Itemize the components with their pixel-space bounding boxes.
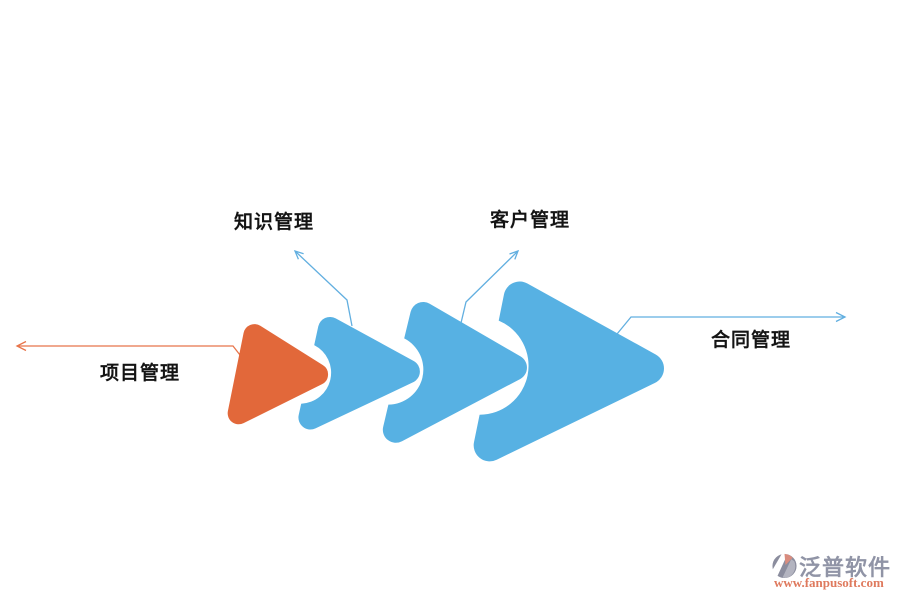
customer-label: 客户管理 <box>490 209 571 231</box>
contract-connector <box>616 311 847 335</box>
project-label: 项目管理 <box>100 362 181 384</box>
contract-connector-line <box>616 316 845 335</box>
knowledge-connector <box>293 249 353 327</box>
project-connector-line <box>17 345 241 356</box>
watermark-url-text: www.fanpusoft.com <box>774 575 884 590</box>
customer-connector-line <box>460 250 519 324</box>
contract-chevron-shape <box>473 281 664 462</box>
knowledge-arrowhead-icon <box>293 249 304 260</box>
project-triangle-shape <box>227 324 329 425</box>
project-arrowhead-icon <box>15 340 27 352</box>
knowledge-label: 知识管理 <box>234 211 315 233</box>
fanpu-logo-icon <box>771 552 797 579</box>
contract-arrowhead-icon <box>835 311 847 323</box>
contract-label: 合同管理 <box>711 329 792 351</box>
knowledge-chevron-shape <box>298 316 420 430</box>
watermark-brand-text: 泛普软件 <box>799 556 892 581</box>
customer-arrowhead-icon <box>509 249 520 260</box>
customer-connector <box>460 249 520 324</box>
customer-chevron-shape <box>382 301 527 443</box>
project-connector <box>15 340 241 356</box>
knowledge-connector-line <box>294 250 353 327</box>
